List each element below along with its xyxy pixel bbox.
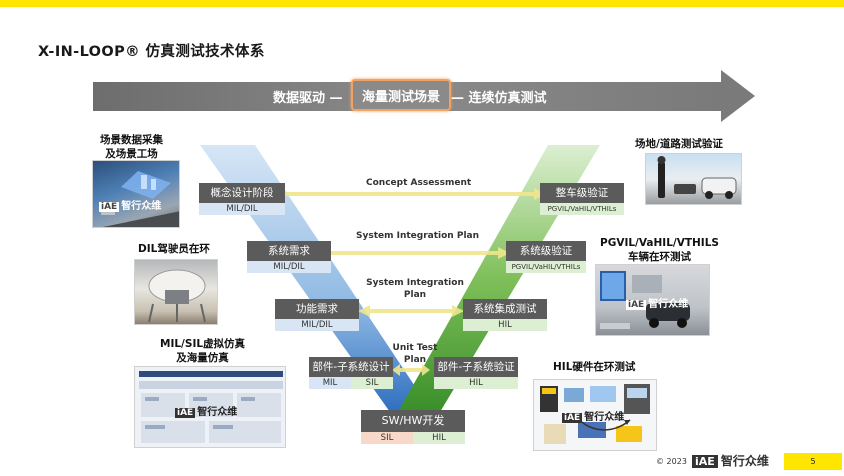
label-scenario-collection: 场景数据采集 及场景工场 xyxy=(100,134,163,160)
stage-tag: HIL xyxy=(434,377,518,389)
arrow-text-left: 数据驱动 — xyxy=(273,91,343,106)
connector-system-1 xyxy=(308,247,510,259)
stage-name: SW/HW开发 xyxy=(361,410,465,432)
process-arrow: 数据驱动 — 海量测试场景 — 连续仿真测试 xyxy=(93,70,755,122)
connector-label-system-integration-1: System Integration Plan xyxy=(356,231,480,241)
connector-label-system-integration-2: System Integration Plan xyxy=(366,278,464,300)
stage-component-design: 部件-子系统设计 MIL SIL xyxy=(309,357,393,389)
arrow-head xyxy=(721,70,755,122)
hil-setup-illustration xyxy=(540,384,650,444)
stage-function-requirements: 功能需求 MIL/DIL xyxy=(275,299,359,331)
label-dil: DIL驾驶员在环 xyxy=(138,243,210,255)
road-test-illustration xyxy=(657,156,737,199)
page-title: X-IN-LOOP® 仿真测试技术体系 xyxy=(38,44,265,60)
stage-tag-row: SIL HIL xyxy=(361,432,465,444)
stage-component-validation: 部件-子系统验证 HIL xyxy=(434,357,518,389)
stage-tag-row: MIL SIL xyxy=(309,377,393,389)
connector-label-concept: Concept Assessment xyxy=(366,178,472,188)
stage-name: 系统集成测试 xyxy=(463,299,547,319)
stage-name: 系统级验证 xyxy=(506,241,586,261)
top-accent-bar xyxy=(0,0,844,7)
page-number: 5 xyxy=(784,453,842,470)
stage-system-validation: 系统级验证 PGVIL/VaHIL/VTHILs xyxy=(506,241,586,273)
vehicle-lab-illustration xyxy=(600,271,690,329)
stage-name: 概念设计阶段 xyxy=(199,183,285,203)
stage-tag: HIL xyxy=(463,319,547,331)
dil-simulator-image xyxy=(134,259,218,325)
label-field-road-test: 场地/道路测试验证 xyxy=(635,138,723,150)
stage-name: 部件-子系统验证 xyxy=(434,357,518,377)
stage-tag: PGVIL/VaHIL/VTHILs xyxy=(540,203,624,215)
stage-name: 部件-子系统设计 xyxy=(309,357,393,377)
driving-simulator-illustration xyxy=(148,269,206,323)
connector-label-unit-test: Unit Test Plan xyxy=(392,343,438,365)
stage-tag: MIL/DIL xyxy=(275,319,359,331)
stage-system-integration-test: 系统集成测试 HIL xyxy=(463,299,547,331)
stage-sw-hw-development: SW/HW开发 SIL HIL xyxy=(361,410,465,444)
label-hil: HIL硬件在环测试 xyxy=(553,361,636,373)
arrow-text-right: — 连续仿真测试 xyxy=(451,91,547,106)
connector-concept xyxy=(272,188,546,200)
footer-logo-text: 智行众维 xyxy=(720,454,769,468)
stage-tag: PGVIL/VaHIL/VTHILs xyxy=(506,261,586,273)
stage-tag: HIL xyxy=(413,432,465,444)
stage-tag: SIL xyxy=(361,432,413,444)
footer-logo-mark: iAE xyxy=(692,455,718,468)
stage-name: 整车级验证 xyxy=(540,183,624,203)
connector-unit xyxy=(392,364,430,376)
stage-name: 功能需求 xyxy=(275,299,359,319)
footer-copyright: © 2023 xyxy=(656,457,687,466)
stage-name: 系统需求 xyxy=(247,241,331,261)
connector-system-2 xyxy=(358,305,464,317)
stage-system-requirements: 系统需求 MIL/DIL xyxy=(247,241,331,273)
label-mil-sil: MIL/SIL虚拟仿真 及海量仿真 xyxy=(160,338,246,364)
stage-tag: MIL/DIL xyxy=(199,203,285,215)
stage-tag: MIL xyxy=(309,377,351,389)
arrow-highlight-box: 海量测试场景 xyxy=(351,79,451,111)
city-model-illustration xyxy=(101,171,179,227)
stage-tag: SIL xyxy=(351,377,393,389)
stage-tag: MIL/DIL xyxy=(247,261,331,273)
stage-concept-design: 概念设计阶段 MIL/DIL xyxy=(199,183,285,215)
road-test-image xyxy=(645,153,742,205)
label-vehicle-in-loop: PGVIL/VaHIL/VTHILS 车辆在环测试 xyxy=(600,237,719,263)
stage-vehicle-validation: 整车级验证 PGVIL/VaHIL/VTHILs xyxy=(540,183,624,215)
